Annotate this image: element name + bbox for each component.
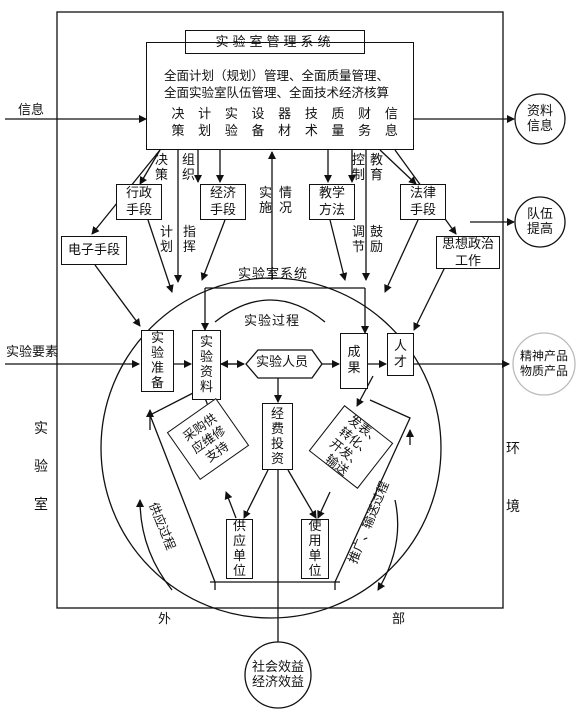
teaching-method-box: 教学 方法 — [309, 184, 355, 220]
lab-system-title: 实验室系统 — [238, 267, 309, 282]
management-box — [146, 42, 414, 150]
management-function-4: 器材 — [277, 106, 293, 140]
mgmt-to-legal-arrow — [379, 149, 417, 185]
management-function-char: 术 — [304, 124, 318, 139]
legal-to-lab-arrow — [384, 219, 419, 293]
experiment-process-label: 实验过程 — [244, 314, 301, 329]
management-function-char: 量 — [331, 124, 345, 139]
funding-text: 经费投资 — [270, 406, 284, 467]
staff-hexagon — [245, 349, 323, 379]
management-function-char: 验 — [224, 124, 238, 139]
management-function-char: 息 — [384, 124, 398, 139]
ideological-to-lab-arrow — [413, 264, 447, 331]
team-node — [514, 196, 566, 248]
experiment-materials-box: 实验资料 — [192, 330, 221, 400]
lab_chars-char: 实 — [34, 421, 48, 437]
management-function-char: 决 — [171, 107, 185, 122]
info-resources-node — [514, 93, 566, 145]
talent-text: 人才 — [393, 338, 407, 370]
teaching-to-lab-arrow — [329, 219, 348, 281]
mgmt-to-admin-arrow — [139, 149, 161, 185]
env_chars-char: 环 — [506, 441, 520, 457]
factors-input-label: 实验要素 — [6, 345, 59, 360]
management-function-char: 备 — [251, 124, 265, 139]
economic-means-box: 经济 手段 — [200, 184, 246, 220]
env_chars-char: 境 — [506, 499, 520, 515]
management-function-char: 实 — [224, 107, 238, 122]
legal-means-box: 法律 手段 — [400, 184, 446, 220]
user-text: 使用单位 — [308, 519, 322, 579]
management-function-7: 财务 — [357, 106, 373, 140]
electronic-to-lab-arrow — [94, 264, 141, 327]
admin-to-lab-arrow — [147, 219, 174, 293]
management-function-char: 财 — [358, 107, 372, 122]
supplier-box: 供应单位 — [226, 519, 253, 579]
management-function-8: 信息 — [383, 106, 399, 140]
management-function-6: 质量 — [330, 106, 346, 140]
management-function-3: 设备 — [250, 106, 266, 140]
qingkuang-label: 情况 — [279, 186, 293, 216]
info-resources-label: 资料 信息 — [526, 104, 553, 134]
kongzhi-label: 控制 — [352, 153, 366, 183]
tiaojie-label: 调节 — [352, 225, 366, 255]
part-label: 部 — [392, 612, 406, 627]
supplier-text: 供应单位 — [232, 519, 246, 579]
experiment-prep-text: 实验准备 — [150, 331, 164, 391]
zuzhi-label: 组织 — [182, 153, 196, 183]
outside-label: 外 — [158, 612, 172, 627]
funding-box: 经费投资 — [262, 403, 293, 470]
juece-label: 决策 — [155, 153, 169, 183]
products-node — [512, 332, 576, 396]
management-function-char: 务 — [358, 124, 372, 139]
experiment-prep-box: 实验准备 — [141, 330, 174, 392]
products-label: 精神产品 物质产品 — [519, 349, 568, 378]
management-function-char: 信 — [384, 107, 398, 122]
management-function-5: 技术 — [303, 106, 319, 140]
benefits-node — [244, 641, 312, 709]
management-function-char: 器 — [278, 107, 292, 122]
management-function-char: 策 — [171, 124, 185, 139]
management-function-char: 设 — [251, 107, 265, 122]
ideological-work-box: 思想政治 工作 — [436, 236, 500, 269]
guli-label: 鼓励 — [370, 225, 384, 255]
management-line-2: 全面实验室队伍管理、全面技术经济核算 — [164, 85, 390, 100]
management-function-char: 材 — [278, 124, 292, 139]
management-functions: 决策计划实验设备器材技术质量财务信息 — [170, 106, 410, 142]
management-function-1: 计划 — [197, 106, 213, 140]
experiment-materials-text: 实验资料 — [199, 335, 213, 395]
team-label: 队伍 提高 — [526, 207, 553, 237]
management-function-0: 决策 — [170, 106, 186, 140]
user-box: 使用单位 — [301, 519, 329, 579]
shishi-label: 实施 — [259, 186, 273, 216]
lab_chars-char: 验 — [34, 459, 48, 475]
experiment-staff-label: 实验人员 — [256, 355, 309, 370]
jiaoyu-label: 教育 — [370, 153, 384, 183]
management-line-1: 全面计划（规划）管理、全面质量管理、 — [164, 68, 390, 83]
results-text: 成果 — [347, 345, 361, 376]
results-box: 成果 — [340, 333, 368, 389]
management-function-char: 划 — [198, 124, 212, 139]
talent-box: 人才 — [387, 333, 414, 376]
management-function-char: 计 — [198, 107, 212, 122]
management-function-char: 质 — [331, 107, 345, 122]
benefits-label: 社会效益 经济效益 — [251, 660, 304, 690]
jihua-label: 计划 — [160, 225, 174, 255]
electronic-means-box: 电子手段 — [61, 236, 127, 265]
process-arc — [214, 299, 326, 323]
lab_chars-char: 室 — [34, 497, 48, 513]
management-function-2: 实验 — [223, 106, 239, 140]
management-function-char: 技 — [304, 107, 318, 122]
lab-boundary-frame — [56, 11, 504, 609]
admin-means-box: 行政 手段 — [116, 184, 162, 220]
info-input-label: 信息 — [18, 103, 45, 118]
lab-system-circle — [100, 277, 442, 619]
economic-to-lab-arrow — [200, 219, 226, 281]
zhihui-label: 指挥 — [183, 225, 197, 255]
